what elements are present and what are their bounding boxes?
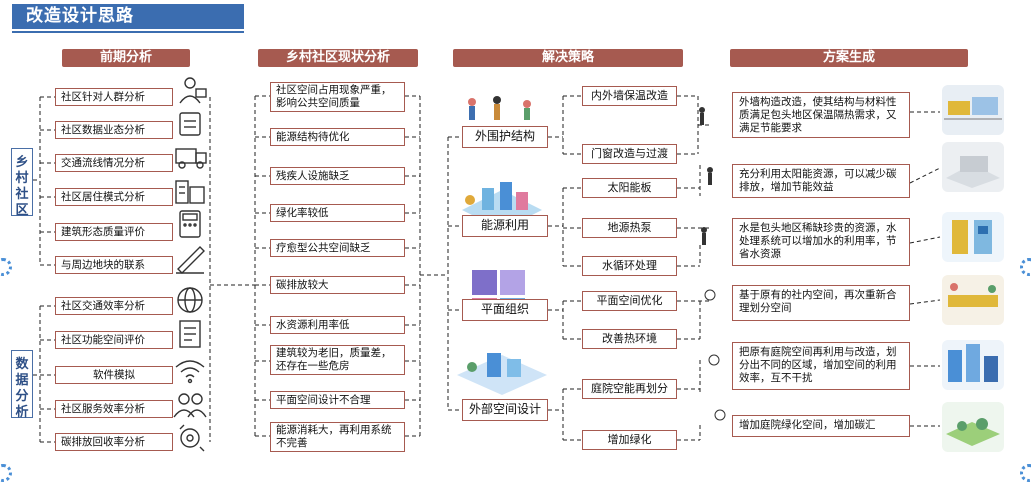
title-underline bbox=[12, 31, 244, 33]
page-title: 改造设计思路 bbox=[12, 4, 244, 29]
decor-dot-right bbox=[1020, 258, 1031, 276]
main-strategy: 外围护结构 bbox=[462, 126, 548, 148]
side-label-rural: 乡村社区 bbox=[11, 148, 33, 218]
header-analysis: 前期分析 bbox=[62, 49, 190, 67]
status-item: 残疾人设施缺乏 bbox=[270, 167, 405, 185]
analysis-item: 社区交通效率分析 bbox=[55, 297, 173, 315]
sub-strategy: 内外墙保温改造 bbox=[582, 86, 677, 106]
status-item: 绿化率较低 bbox=[270, 204, 405, 222]
plan-item: 充分利用太阳能资源，可以减少碳排放，增加节能效益 bbox=[732, 164, 910, 198]
analysis-item: 碳排放回收率分析 bbox=[55, 433, 173, 451]
status-item: 社区空间占用现象严重，影响公共空间质量 bbox=[270, 82, 405, 112]
sub-strategy: 平面空间优化 bbox=[582, 291, 677, 311]
analysis-item: 社区针对人群分析 bbox=[55, 88, 173, 106]
status-item: 能源消耗大，再利用系统不完善 bbox=[270, 422, 405, 452]
plan-item: 增加庭院绿化空间，增加碳汇 bbox=[732, 415, 910, 437]
header-strategy: 解决策略 bbox=[453, 49, 683, 67]
status-item: 能源结构待优化 bbox=[270, 128, 405, 146]
decor-dot-bottom-left bbox=[0, 464, 12, 482]
person-icon bbox=[707, 167, 713, 173]
vending-thumbnail bbox=[942, 212, 1004, 262]
analysis-item: 社区服务效率分析 bbox=[55, 400, 173, 418]
station-thumbnail bbox=[942, 142, 1004, 192]
status-item: 建筑较为老旧，质量差，还存在一些危房 bbox=[270, 345, 405, 375]
pencil-ruler-icon bbox=[176, 246, 205, 274]
wifi-icon bbox=[175, 360, 205, 384]
person-group-icon bbox=[179, 77, 207, 104]
sub-strategy: 门窗改造与过渡 bbox=[582, 144, 677, 164]
building-icon bbox=[175, 180, 205, 204]
side-label-rural-text: 乡村社区 bbox=[15, 155, 29, 218]
recycle-gear-icon bbox=[179, 424, 205, 452]
analysis-item: 社区数据业态分析 bbox=[55, 121, 173, 139]
analysis-item: 交通流线情况分析 bbox=[55, 154, 173, 172]
status-item: 水资源利用率低 bbox=[270, 316, 405, 334]
person-icon bbox=[699, 107, 705, 113]
status-item: 疗愈型公共空间缺乏 bbox=[270, 239, 405, 257]
plan-item: 水是包头地区稀缺珍贵的资源，水处理系统可以增加水的利用率，节省水资源 bbox=[732, 218, 910, 266]
analysis-icons bbox=[173, 77, 207, 452]
outdoor-space-icon bbox=[457, 353, 547, 395]
plan-item: 外墙构造改造，使其结构与材料性质满足包头地区保温隔热需求，又满足节能要求 bbox=[732, 92, 910, 138]
status-item: 碳排放较大 bbox=[270, 276, 405, 294]
people-scene-icon bbox=[468, 96, 531, 120]
buildings-thumbnail bbox=[942, 340, 1004, 390]
analysis-item: 社区居住模式分析 bbox=[55, 188, 173, 206]
side-label-data: 数据分析 bbox=[11, 350, 33, 420]
decor-dot-bottom-right bbox=[1020, 464, 1031, 482]
calculator-icon bbox=[179, 210, 201, 238]
sub-strategy: 水循环处理 bbox=[582, 256, 677, 276]
users-icon bbox=[173, 393, 207, 418]
decor-dot-left bbox=[0, 258, 12, 276]
side-label-data-text: 数据分析 bbox=[15, 357, 29, 420]
header-status: 乡村社区现状分析 bbox=[258, 49, 418, 67]
sub-strategy: 地源热泵 bbox=[582, 218, 677, 238]
person-icon bbox=[701, 227, 707, 233]
cyclist-icon bbox=[714, 409, 726, 421]
analysis-item: 社区功能空间评价 bbox=[55, 331, 173, 349]
header-plan: 方案生成 bbox=[730, 49, 968, 67]
sub-strategy: 改善热环境 bbox=[582, 329, 677, 349]
clipboard-icon bbox=[179, 112, 201, 136]
analysis-item: 软件模拟 bbox=[55, 366, 173, 384]
analysis-item: 与周边地块的联系 bbox=[55, 256, 173, 274]
status-item: 平面空间设计不合理 bbox=[270, 391, 405, 409]
sub-strategy: 庭院空能再划分 bbox=[582, 379, 677, 399]
analysis-item: 建筑形态质量评价 bbox=[55, 223, 173, 241]
train-thumbnail bbox=[942, 85, 1004, 135]
document-icon bbox=[179, 320, 201, 348]
main-strategy: 外部空间设计 bbox=[462, 399, 548, 421]
main-strategy: 能源利用 bbox=[462, 215, 548, 237]
city-sign-thumbnail bbox=[942, 275, 1004, 325]
main-strategy: 平面组织 bbox=[462, 299, 548, 321]
garden-thumbnail bbox=[942, 402, 1004, 452]
globe-icon bbox=[177, 287, 203, 313]
sub-strategy: 增加绿化 bbox=[582, 430, 677, 450]
plan-item: 基于原有的社内空间，再次重新合理划分空间 bbox=[732, 285, 910, 321]
plan-item: 把原有庭院空间再利用与改造，划分出不同的区域，增加空间的利用效率，互不干扰 bbox=[732, 342, 910, 390]
cyclist-icon bbox=[704, 289, 716, 301]
cyclist-icon bbox=[708, 354, 720, 366]
truck-icon bbox=[175, 148, 207, 169]
people-figures bbox=[699, 107, 726, 421]
sub-strategy: 太阳能板 bbox=[582, 178, 677, 198]
